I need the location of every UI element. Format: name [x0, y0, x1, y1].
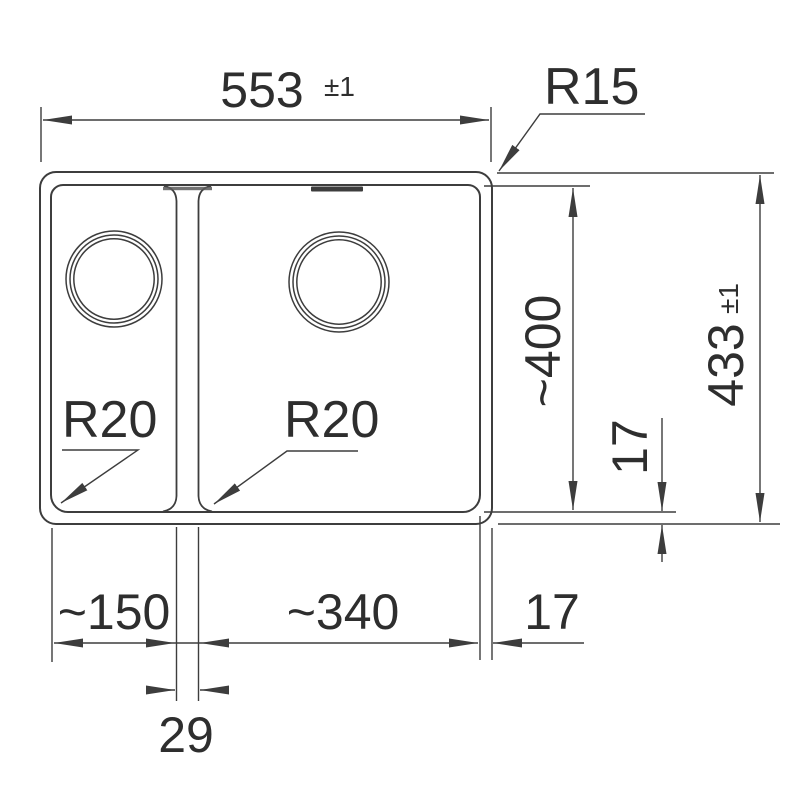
- rim-bottom-value: 17: [524, 584, 580, 640]
- overall-width-tolerance: ±1: [324, 71, 355, 102]
- left-bowl-width-value: ~150: [58, 584, 171, 640]
- overall-depth-tolerance: ±1: [713, 283, 744, 314]
- dim-overall-depth: 433 ±1: [497, 172, 780, 525]
- dim-bowl-depth: ~400: [484, 185, 676, 513]
- dim-overall-width: 553 ±1: [40, 62, 492, 162]
- sink-inner-rim-edge: [50, 184, 481, 513]
- right-bowl-width-value: ~340: [287, 584, 400, 640]
- left-bowl-radius-value: R20: [62, 391, 157, 449]
- divider-width-value: 29: [158, 707, 214, 763]
- callout-right-bowl-radius: R20: [213, 391, 379, 505]
- right-bowl-radius-value: R20: [284, 391, 379, 449]
- rim-right-value: 17: [602, 419, 658, 475]
- bowl-divider-left-wall: [162, 185, 178, 513]
- overflow-slot: [311, 186, 363, 192]
- overall-width-value: 553: [220, 62, 303, 118]
- dim-bottom-chain: ~150 ~340 17: [51, 516, 584, 701]
- sink-outer-edge: [39, 171, 493, 525]
- dim-rim-right: 17: [602, 418, 667, 562]
- callout-corner-radius: R15: [498, 58, 645, 172]
- bowl-divider-top-edge: [163, 186, 212, 191]
- leader-line: [213, 450, 358, 505]
- sink-outline: [39, 171, 493, 525]
- corner-radius-value: R15: [544, 58, 639, 116]
- leader-line: [60, 449, 141, 504]
- callout-left-bowl-radius: R20: [60, 391, 157, 504]
- drain-right: [288, 231, 390, 333]
- dim-divider-width: 29: [146, 685, 229, 763]
- drain-left: [65, 230, 163, 328]
- overall-depth-value: 433: [698, 323, 754, 406]
- bowl-divider-right-wall: [197, 185, 213, 513]
- leader-line: [498, 113, 645, 172]
- bowl-depth-value: ~400: [515, 295, 571, 408]
